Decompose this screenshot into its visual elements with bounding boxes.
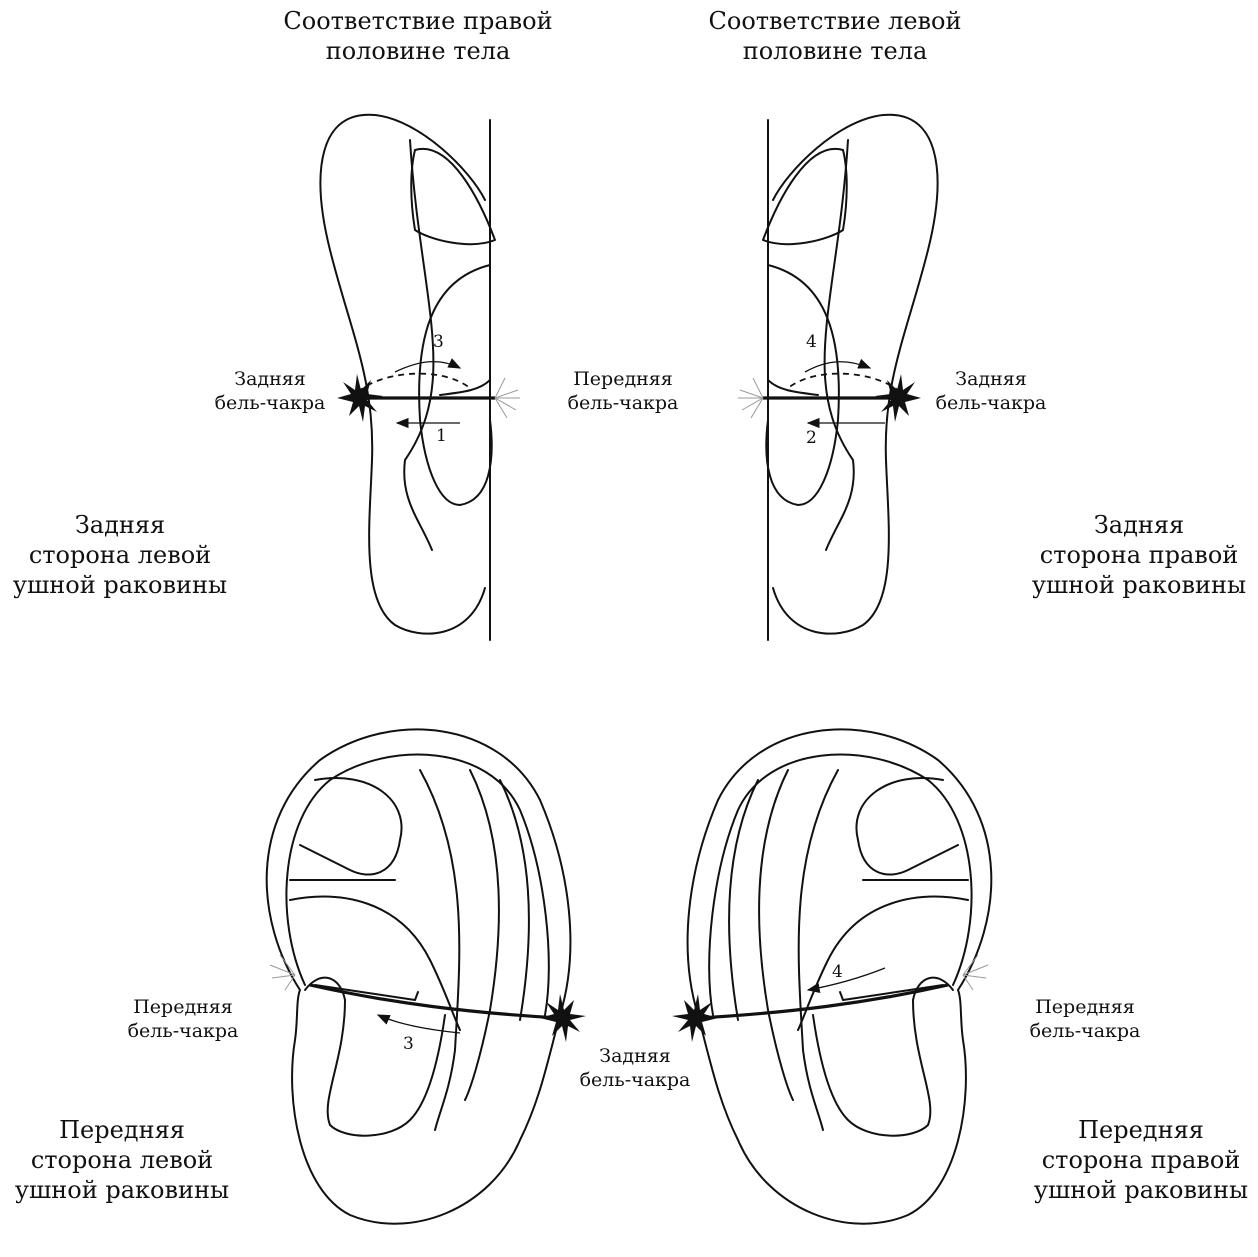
bl-front-chakra-glow [270,955,295,990]
num-tl-lower: 1 [436,426,447,446]
title-left-half: Соответствие левой половине тела [690,6,980,66]
label-tr-back-chakra: Задняя бель-чакра [926,368,1056,416]
bottom-left-ear-front [267,729,571,1223]
label-tl-back-chakra: Задняя бель-чакра [210,368,330,416]
num-bl: 3 [403,1034,414,1054]
num-tl-upper: 3 [433,332,444,352]
caption-back-right-ear: Задняя сторона правой ушной раковины [1020,510,1258,600]
label-tl-front-chakra: Передняя бель-чакра [558,368,688,416]
num-tr-upper: 4 [806,332,817,352]
label-center-back-chakra: Задняя бель-чакра [570,1045,700,1093]
caption-front-left-ear: Передняя сторона левой ушной раковины [0,1115,244,1205]
top-left-ear-back [320,115,495,640]
label-br-front-chakra: Передняя бель-чакра [1020,996,1150,1044]
label-bl-front-chakra: Передняя бель-чакра [118,996,248,1044]
num-br: 4 [832,962,843,982]
tl-front-chakra-glow [495,378,520,418]
num-tr-lower: 2 [806,428,817,448]
caption-front-right-ear: Передняя сторона правой ушной раковины [1024,1115,1258,1205]
title-right-half: Соответствие правой половине тела [268,6,568,66]
caption-back-left-ear: Задняя сторона левой ушной раковины [0,510,240,600]
top-right-ear-back [738,115,938,640]
